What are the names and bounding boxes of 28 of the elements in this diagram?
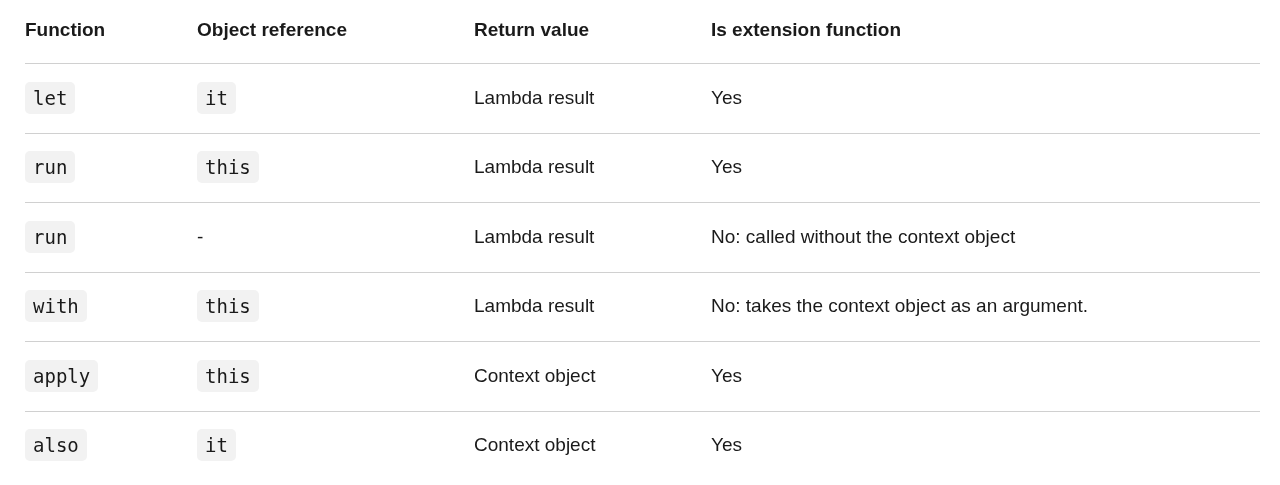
table-cell: Lambda result: [474, 156, 595, 178]
code-cell: also: [25, 429, 87, 461]
code-cell: this: [197, 151, 259, 183]
table-cell: Context object: [474, 434, 596, 456]
table-cell: Lambda result: [474, 86, 595, 109]
code-cell: it: [197, 81, 236, 114]
column-header: Function: [25, 18, 106, 41]
column-header: Object reference: [197, 18, 347, 41]
code-cell: apply: [25, 359, 99, 392]
column-header: Is extension function: [711, 18, 902, 41]
table-cell: Yes: [711, 434, 742, 456]
code-cell: with: [25, 290, 87, 322]
code-cell: it: [197, 429, 236, 461]
code-cell: let: [25, 81, 76, 114]
code-cell: this: [197, 290, 259, 322]
code-cell: this: [197, 359, 259, 392]
table-cell: Yes: [711, 156, 742, 178]
table-cell: No: called without the context object: [711, 225, 1016, 248]
table-cell: Lambda result: [474, 295, 595, 317]
code-cell: run: [25, 151, 76, 183]
code-cell: run: [25, 220, 76, 253]
table-cell: Lambda result: [474, 225, 595, 248]
column-header: Return value: [474, 18, 590, 41]
table-cell: Yes: [711, 86, 742, 109]
table-cell: Yes: [711, 364, 742, 387]
table-cell: Context object: [474, 364, 596, 387]
table-cell: -: [197, 225, 204, 248]
table-cell: No: takes the context object as an argument.: [711, 295, 1089, 317]
